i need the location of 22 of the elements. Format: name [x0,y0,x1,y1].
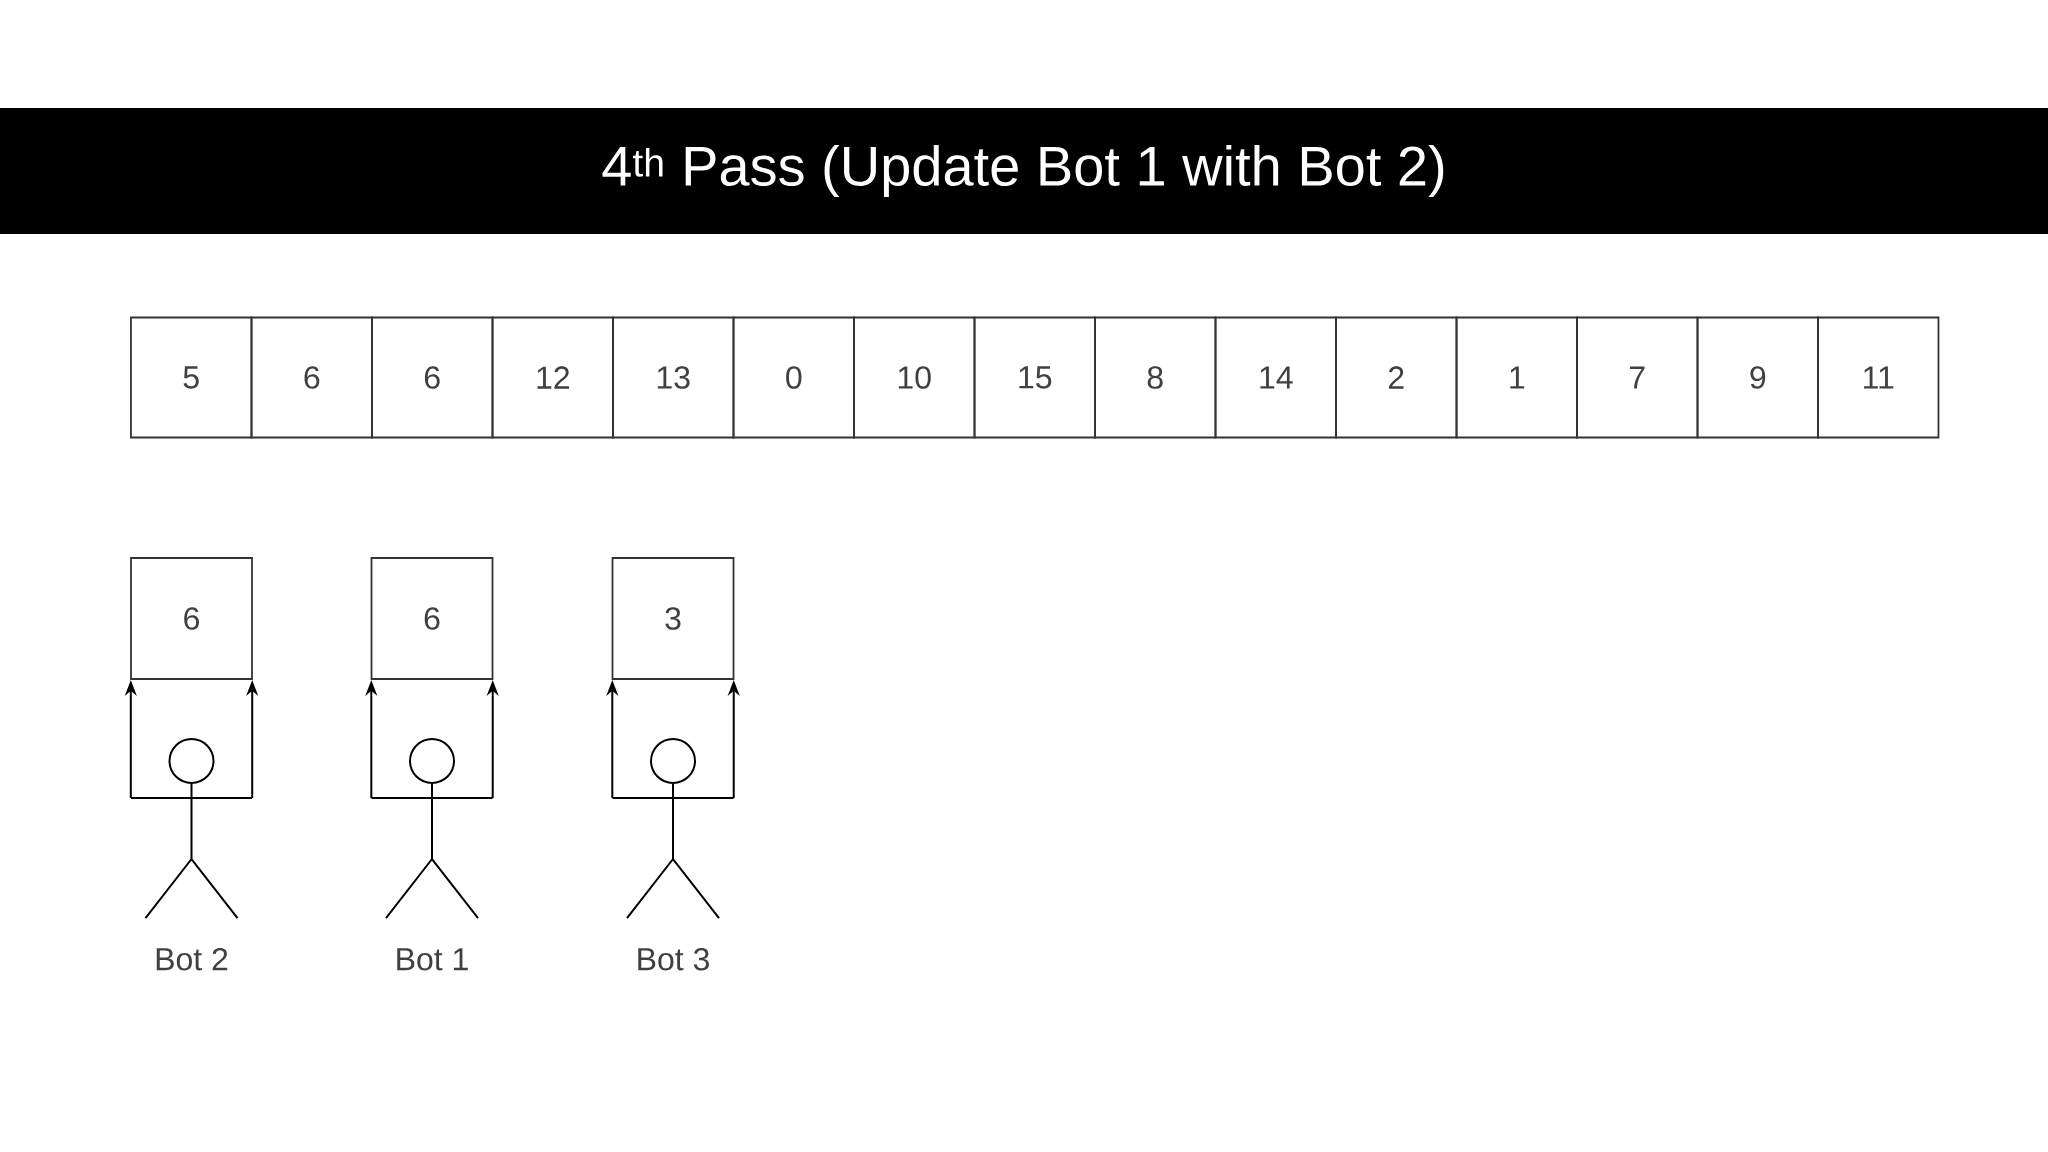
array-cell: 6 [250,316,373,439]
array-cell: 7 [1576,316,1699,439]
array-cell: 8 [1094,316,1217,439]
bot-label: Bot 2 [156,947,228,971]
value-box: 6 [370,557,494,680]
array-cell: 5 [130,316,253,439]
array-cell: 14 [1214,316,1337,439]
bot-label: Bot 1 [397,948,468,971]
array-cell: 6 [371,316,494,439]
array-cell: 9 [1696,316,1819,439]
array-cell: 10 [853,316,976,439]
bot-label: Bot 3 [638,947,709,971]
array-cell: 1 [1455,316,1578,439]
value-box: 6 [130,557,253,680]
array-cell: 12 [491,316,614,439]
array-cell: 0 [732,316,855,439]
array-cell: 15 [973,316,1096,439]
title-bar: 4$^{th}$ Pass (Update Bot 1 with Bot 2) [0,108,2048,234]
value-box: 3 [611,557,735,680]
array-cell: 2 [1335,316,1458,439]
array-cell: 11 [1817,316,1940,439]
array-cell: 13 [612,316,735,439]
